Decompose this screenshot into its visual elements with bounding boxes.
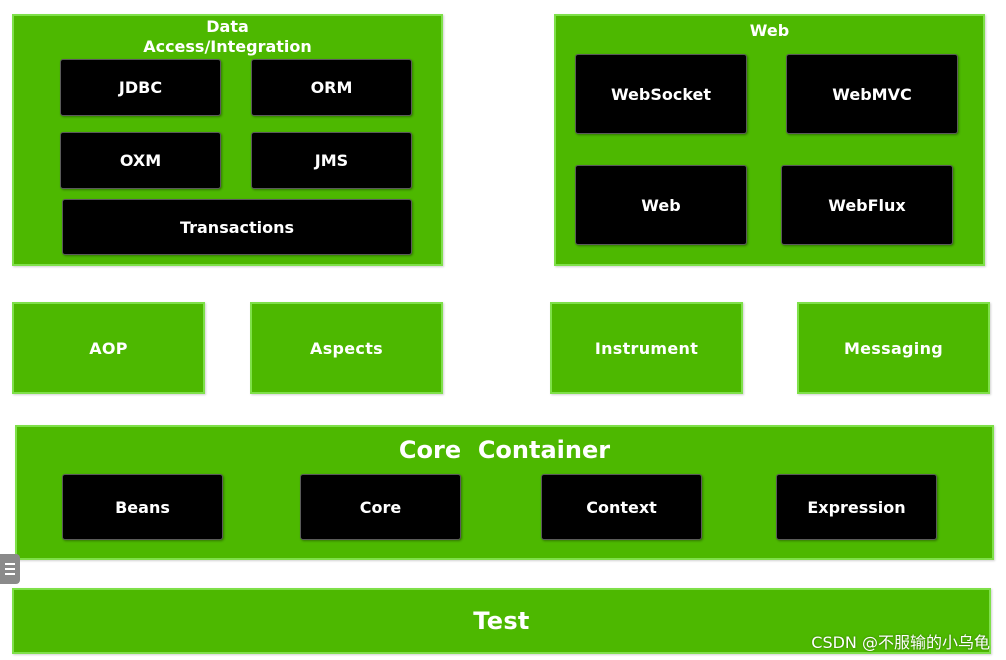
core-container-title: Core Container xyxy=(398,436,611,464)
watermark: CSDN @不服输的小乌龟 xyxy=(811,633,990,652)
core-container-group: Core Container Beans Core Context Expres… xyxy=(15,425,994,560)
module-aspects: Aspects xyxy=(250,302,443,394)
module-beans: Beans xyxy=(62,474,223,540)
menu-icon[interactable] xyxy=(0,554,20,584)
module-oxm: OXM xyxy=(60,132,221,189)
module-aop: AOP xyxy=(12,302,205,394)
module-transactions: Transactions xyxy=(62,199,412,255)
web-group: Web WebSocket WebMVC Web WebFlux xyxy=(554,14,985,266)
module-webflux: WebFlux xyxy=(781,165,953,245)
module-webmvc: WebMVC xyxy=(786,54,958,134)
data-access-integration-title: Data Access/Integration xyxy=(143,17,312,56)
module-web: Web xyxy=(575,165,747,245)
module-expression: Expression xyxy=(776,474,937,540)
module-orm: ORM xyxy=(251,59,412,116)
data-access-integration-group: Data Access/Integration JDBC ORM OXM JMS… xyxy=(12,14,443,266)
web-title: Web xyxy=(749,21,790,40)
module-messaging: Messaging xyxy=(797,302,990,394)
module-context: Context xyxy=(541,474,702,540)
module-jdbc: JDBC xyxy=(60,59,221,116)
module-jms: JMS xyxy=(251,132,412,189)
module-instrument: Instrument xyxy=(550,302,743,394)
module-websocket: WebSocket xyxy=(575,54,747,134)
module-core: Core xyxy=(300,474,461,540)
module-test: Test xyxy=(12,588,991,654)
